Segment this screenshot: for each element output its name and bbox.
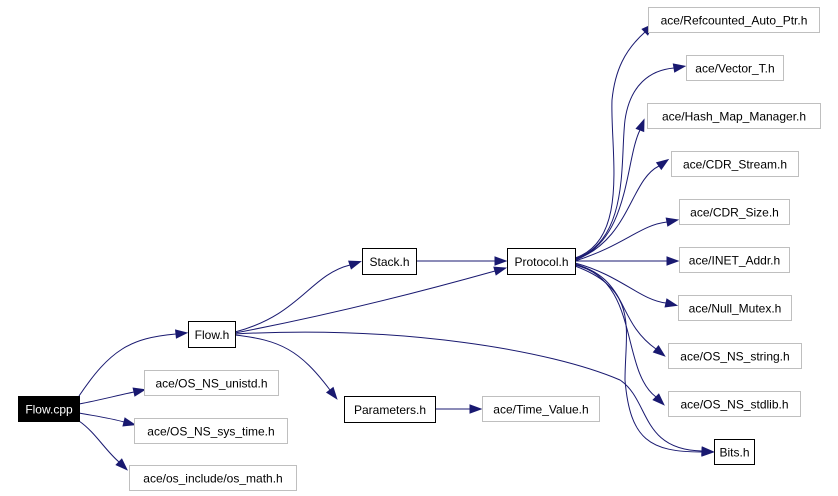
node-label: ace/Vector_T.h	[695, 62, 774, 76]
edge-protocol_h-to-bits_h	[574, 265, 703, 453]
edge-flow_cpp-to-os_ns_unistd	[78, 391, 135, 405]
edge-flow_h-to-stack_h-arrowhead	[348, 260, 362, 270]
node-stack-h[interactable]: Stack.h	[362, 248, 417, 275]
node-box	[362, 248, 417, 275]
edge-stack_h-to-protocol_h-arrowhead	[494, 256, 508, 266]
node-label: ace/os_include/os_math.h	[143, 472, 282, 486]
edge-flow_h-to-stack_h	[234, 264, 351, 333]
node-box	[188, 321, 236, 348]
node-time-value: ace/Time_Value.h	[482, 396, 600, 422]
node-box	[679, 247, 790, 273]
edge-flow_h-to-parameters_h-arrowhead	[325, 386, 338, 400]
node-label: ace/CDR_Stream.h	[683, 158, 787, 172]
edge-flow_cpp-to-flow_h-arrowhead	[175, 329, 189, 339]
node-box	[344, 396, 436, 423]
edge-protocol_h-to-os_ns_stdlib-arrowhead	[652, 393, 665, 406]
node-label: Bits.h	[719, 446, 749, 460]
node-hash-map: ace/Hash_Map_Manager.h	[647, 103, 821, 129]
node-box	[671, 151, 799, 177]
node-flow-cpp[interactable]: Flow.cpp	[18, 396, 80, 422]
node-os-math: ace/os_include/os_math.h	[129, 465, 297, 491]
node-vector-t: ace/Vector_T.h	[686, 55, 784, 81]
edge-protocol_h-to-os_ns_stdlib	[574, 264, 657, 398]
node-label: ace/INET_Addr.h	[689, 254, 780, 268]
edge-protocol_h-to-null_mutex-arrowhead	[664, 298, 679, 308]
node-cdr-size: ace/CDR_Size.h	[679, 199, 790, 225]
node-refcounted: ace/Refcounted_Auto_Ptr.h	[648, 7, 820, 33]
edge-protocol_h-to-vector_t	[574, 67, 675, 260]
edge-flow_cpp-to-flow_h	[78, 333, 177, 397]
node-os-ns-sys-time: ace/OS_NS_sys_time.h	[134, 418, 288, 444]
edge-flow_cpp-to-os_math-arrowhead	[115, 458, 128, 471]
node-box	[482, 396, 600, 422]
edge-parameters_h-to-time_value-arrowhead	[469, 404, 483, 414]
node-label: ace/Null_Mutex.h	[689, 302, 782, 316]
node-box	[134, 418, 288, 444]
edge-protocol_h-to-cdr_stream	[574, 165, 660, 261]
node-box	[18, 396, 80, 422]
edge-protocol_h-to-hash_map-arrowhead	[635, 118, 645, 133]
node-box	[648, 7, 820, 33]
edge-flow_h-to-protocol_h-arrowhead	[493, 266, 508, 276]
node-os-ns-stdlib: ace/OS_NS_stdlib.h	[668, 391, 801, 417]
node-box	[679, 199, 790, 225]
node-box	[129, 465, 297, 491]
node-label: Parameters.h	[354, 403, 426, 417]
node-box	[678, 295, 792, 321]
node-box	[144, 370, 279, 396]
edge-flow_cpp-to-os_math	[78, 420, 120, 463]
node-cdr-stream: ace/CDR_Stream.h	[671, 151, 799, 177]
node-label: Flow.h	[195, 328, 230, 342]
edge-flow_h-to-bits_h	[234, 331, 703, 452]
edge-protocol_h-to-cdr_stream-arrowhead	[655, 158, 670, 171]
edge-flow_h-to-parameters_h	[234, 334, 331, 391]
node-flow-h[interactable]: Flow.h	[188, 321, 236, 348]
node-inet-addr: ace/INET_Addr.h	[679, 247, 790, 273]
node-label: ace/Refcounted_Auto_Ptr.h	[661, 14, 808, 28]
node-label: ace/CDR_Size.h	[690, 206, 779, 220]
edges-layer	[78, 23, 715, 471]
edge-protocol_h-to-os_ns_string-arrowhead	[652, 345, 666, 357]
edge-protocol_h-to-os_ns_string	[574, 263, 657, 350]
edge-flow_cpp-to-os_ns_sys_time	[78, 412, 125, 423]
node-box	[714, 439, 755, 465]
node-parameters-h[interactable]: Parameters.h	[344, 396, 436, 423]
node-label: ace/OS_NS_sys_time.h	[147, 425, 274, 439]
edge-flow_cpp-to-os_ns_unistd-arrowhead	[132, 387, 147, 397]
edge-protocol_h-to-hash_map	[574, 129, 641, 261]
node-bits-h[interactable]: Bits.h	[714, 439, 755, 465]
node-label: ace/OS_NS_stdlib.h	[680, 398, 788, 412]
node-box	[668, 391, 801, 417]
edge-flow_cpp-to-os_ns_sys_time-arrowhead	[122, 417, 137, 427]
node-box	[686, 55, 784, 81]
node-label: ace/Hash_Map_Manager.h	[662, 110, 806, 124]
node-os-ns-unistd: ace/OS_NS_unistd.h	[144, 370, 279, 396]
node-os-ns-string: ace/OS_NS_string.h	[668, 343, 802, 369]
node-label: ace/OS_NS_unistd.h	[155, 377, 267, 391]
edge-protocol_h-to-bits_h-arrowhead	[701, 447, 715, 457]
edge-protocol_h-to-null_mutex	[574, 262, 667, 304]
node-null-mutex: ace/Null_Mutex.h	[678, 295, 792, 321]
edge-protocol_h-to-inet_addr-arrowhead	[666, 256, 680, 266]
node-label: Protocol.h	[514, 255, 568, 269]
node-box	[647, 103, 821, 129]
nodes-layer: Flow.cpp Flow.h ace/OS_NS_unistd.h ace/OS_N…	[18, 7, 821, 491]
node-label: Stack.h	[369, 255, 409, 269]
node-label: ace/OS_NS_string.h	[680, 350, 789, 364]
node-box	[668, 343, 802, 369]
node-label: Flow.cpp	[25, 403, 73, 417]
node-box	[507, 248, 576, 275]
edge-flow_h-to-protocol_h	[234, 270, 496, 334]
edge-protocol_h-to-refcounted	[574, 31, 646, 259]
edge-protocol_h-to-cdr_size-arrowhead	[665, 217, 680, 227]
node-protocol-h[interactable]: Protocol.h	[507, 248, 576, 275]
edge-protocol_h-to-cdr_size	[574, 221, 668, 262]
edge-protocol_h-to-vector_t-arrowhead	[672, 63, 687, 73]
node-label: ace/Time_Value.h	[493, 403, 588, 417]
